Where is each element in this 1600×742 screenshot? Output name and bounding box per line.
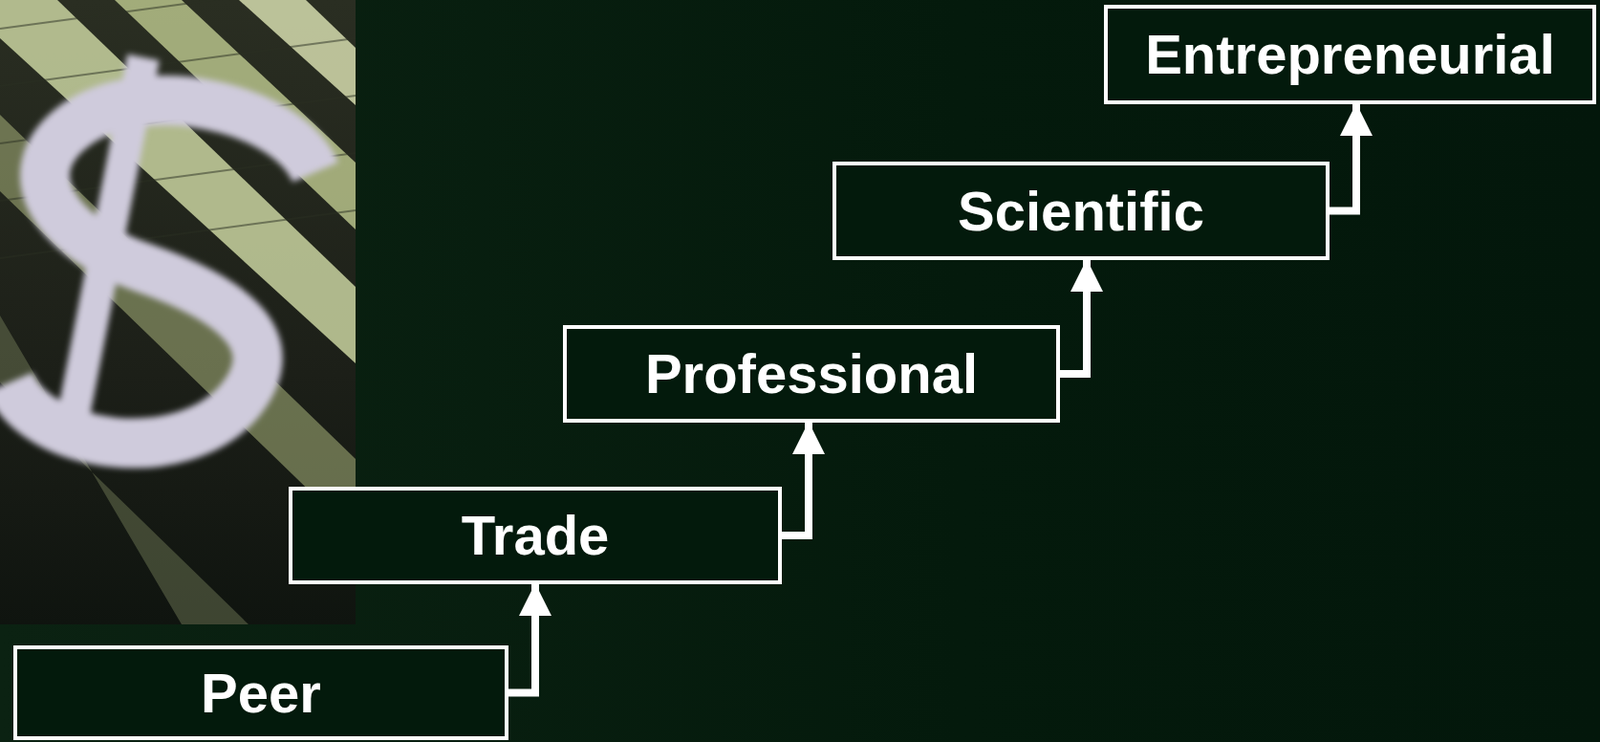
step-arrow bbox=[781, 422, 809, 536]
level-box: Scientific bbox=[832, 161, 1330, 260]
level-box: Peer bbox=[13, 645, 509, 740]
level-label: Entrepreneurial bbox=[1145, 23, 1556, 86]
dollar-sign bbox=[9, 57, 316, 450]
level-label: Trade bbox=[461, 504, 610, 566]
level-box: Entrepreneurial bbox=[1103, 4, 1597, 105]
step-arrow bbox=[1329, 104, 1357, 212]
level-box: Trade bbox=[288, 486, 782, 584]
step-arrow bbox=[508, 583, 536, 693]
level-label: Scientific bbox=[957, 180, 1205, 242]
level-label: Professional bbox=[645, 343, 978, 405]
level-box: Professional bbox=[562, 324, 1060, 423]
level-label: Peer bbox=[200, 662, 322, 724]
step-arrow bbox=[1059, 259, 1087, 374]
